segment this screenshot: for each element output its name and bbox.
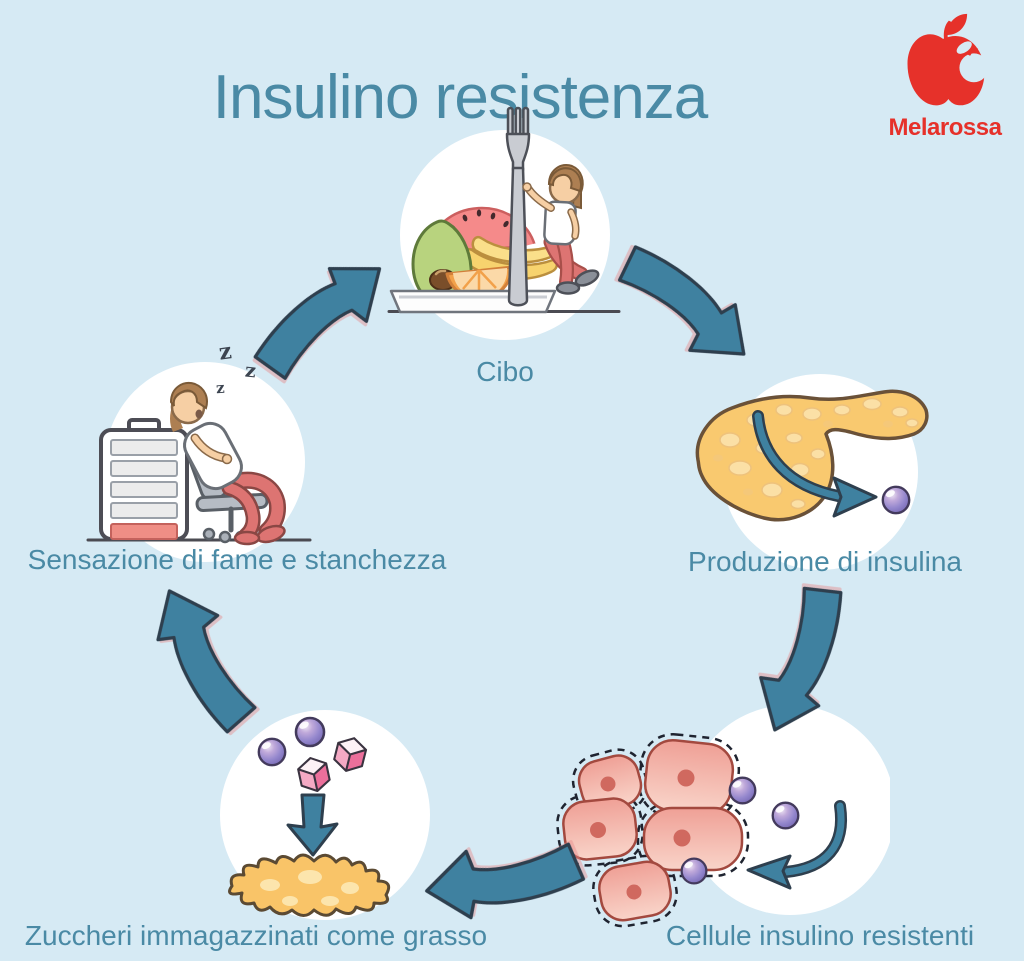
sleep-z: z bbox=[215, 378, 226, 398]
low-battery-icon bbox=[99, 418, 189, 541]
food-node-illustration bbox=[387, 106, 621, 340]
node-label-cellule-resistenti: Cellule insulino resistenti bbox=[665, 920, 975, 951]
fat-blob-icon bbox=[228, 853, 391, 917]
sugar-to-fat-arrow-icon bbox=[286, 793, 339, 857]
cycle-arrow-fat-to-hunger-icon bbox=[133, 572, 275, 749]
apple-logo-icon bbox=[907, 13, 989, 106]
cell-cluster-icon bbox=[556, 733, 750, 928]
insulin-sphere-icon bbox=[881, 485, 911, 515]
node-label-zuccheri-grasso: Zuccheri immagazzinati come grasso bbox=[24, 920, 488, 951]
insulin-blocked-arrow-icon bbox=[746, 800, 847, 890]
melarossa-logo: Melarossa bbox=[872, 12, 1018, 142]
sleep-z: z bbox=[217, 338, 234, 366]
node-label-produzione-insulina: Produzione di insulina bbox=[688, 546, 962, 577]
fork-icon bbox=[505, 106, 531, 307]
tired-person bbox=[169, 382, 286, 546]
plate-tray bbox=[389, 289, 557, 314]
insulin-release-arrow-icon bbox=[752, 410, 878, 518]
logo-brand-text: Melarossa bbox=[888, 114, 1002, 141]
page-title: Insulino resistenza bbox=[212, 62, 709, 132]
node-label-fame-stanchezza: Sensazione di fame e stanchezza bbox=[27, 544, 447, 575]
resistant-cells-node-illustration bbox=[556, 705, 890, 928]
node-label-cibo: Cibo bbox=[476, 356, 534, 387]
hunger-fatigue-node-illustration bbox=[86, 362, 312, 562]
insulin-production-node-illustration bbox=[695, 374, 929, 570]
person-eating bbox=[522, 164, 600, 295]
sugar-to-fat-node-illustration bbox=[220, 710, 430, 920]
